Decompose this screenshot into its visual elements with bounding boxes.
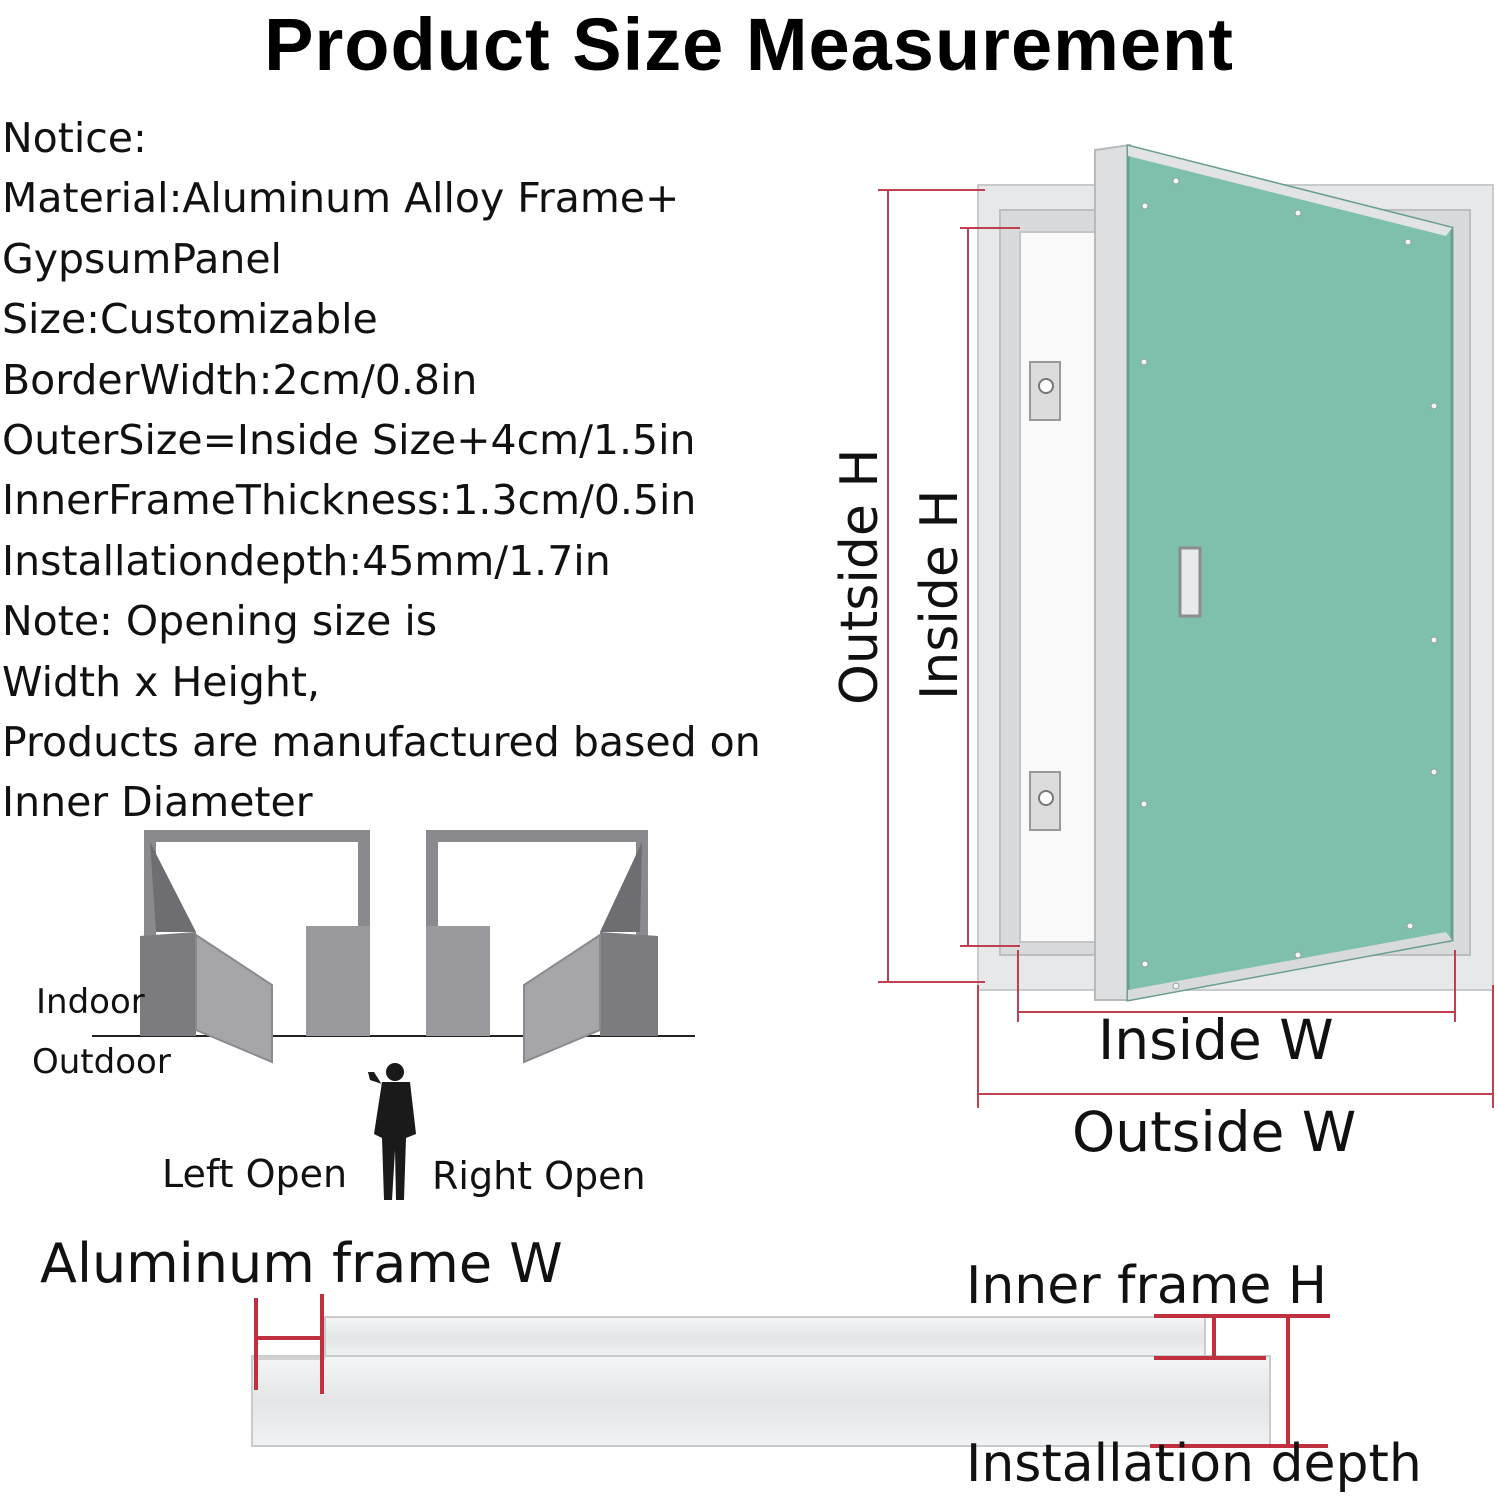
notice-line: Notice: xyxy=(2,114,147,162)
outside-w-label: Outside W xyxy=(1072,1100,1357,1164)
right-frame-top xyxy=(600,842,642,932)
left-frame-side xyxy=(140,932,196,1036)
left-frame-top xyxy=(150,842,196,932)
notice-line: Inner Diameter xyxy=(2,778,313,827)
notice-line: OuterSize=Inside Size+4cm/1.5in xyxy=(2,416,696,465)
outside-h-label: Outside H xyxy=(830,448,890,705)
left-open-label: Left Open xyxy=(162,1152,348,1196)
left-frame-outline xyxy=(144,830,370,946)
hinge-screw xyxy=(1038,790,1054,806)
inside-h-label: Inside H xyxy=(910,489,970,700)
opening-direction-drawing xyxy=(92,830,695,1200)
left-frame-post xyxy=(306,926,370,1036)
aluminum-frame-w-label: Aluminum frame W xyxy=(40,1232,563,1295)
notice-line: Installationdepth:45mm/1.7in xyxy=(2,536,611,585)
door-dimension-lines xyxy=(878,189,1494,1108)
left-door-leaf xyxy=(195,933,273,1064)
right-open-label: Right Open xyxy=(432,1154,646,1198)
inner-frame-h-label: Inner frame H xyxy=(966,1256,1327,1316)
page-title: Product Size Measurement xyxy=(264,3,1234,86)
panel-rim xyxy=(1128,932,1452,1000)
inside-w-label: Inside W xyxy=(1098,1008,1334,1072)
outdoor-label: Outdoor xyxy=(32,1042,171,1082)
right-door-leaf xyxy=(523,933,601,1064)
notice-list: Notice: Material:Aluminum Alloy Frame+ G… xyxy=(2,108,761,833)
notice-line: BorderWidth:2cm/0.8in xyxy=(2,355,478,404)
notice-line: GypsumPanel xyxy=(2,234,282,283)
aluminum-profile-drawing xyxy=(251,1316,1271,1447)
indoor-label: Indoor xyxy=(36,982,145,1022)
notice-line: Size:Customizable xyxy=(2,295,378,344)
profile-step xyxy=(252,1356,325,1360)
installation-depth-label: Installation depth xyxy=(966,1434,1422,1494)
person-icon xyxy=(368,1063,416,1200)
right-frame-side xyxy=(600,932,658,1036)
profile-upper xyxy=(324,1316,1206,1360)
right-frame-outline xyxy=(426,830,648,946)
access-door-drawing xyxy=(977,143,1494,1002)
notice-line: Products are manufactured based on xyxy=(2,718,761,767)
door-handle xyxy=(1178,546,1202,618)
gypsum-panel xyxy=(1126,144,1454,1002)
notice-line: Note: Opening size is xyxy=(2,597,438,646)
right-frame-post xyxy=(426,926,490,1036)
notice-line: Material:Aluminum Alloy Frame+ xyxy=(2,174,680,223)
hinge-screw xyxy=(1038,378,1054,394)
notice-line: Width x Height, xyxy=(2,657,321,706)
panel-rim xyxy=(1128,146,1452,236)
panel-screws xyxy=(1140,177,1438,990)
notice-line: InnerFrameThickness:1.3cm/0.5in xyxy=(2,476,697,525)
profile-lower xyxy=(251,1355,1271,1447)
door-edge xyxy=(1094,143,1131,1001)
profile-dimension-lines xyxy=(254,1294,1330,1448)
